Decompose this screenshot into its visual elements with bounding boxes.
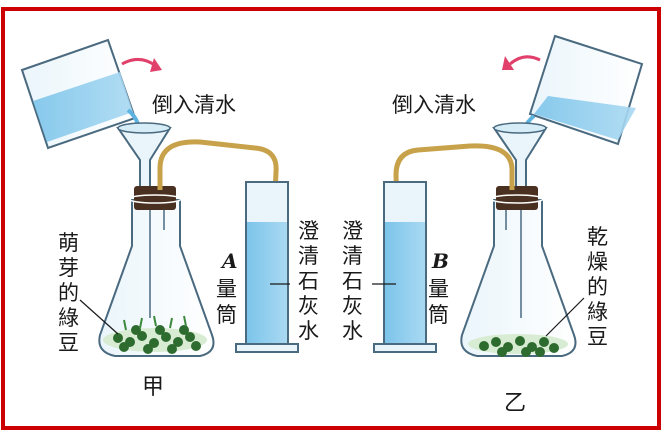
cylinder-b (373, 181, 437, 353)
flask-left-caption: 甲 (142, 375, 164, 400)
right-stopper (496, 186, 538, 210)
svg-text:綠: 綠 (587, 300, 608, 324)
left-apparatus (20, 38, 299, 357)
svg-text:B: B (431, 249, 449, 273)
svg-text:石: 石 (342, 269, 363, 293)
svg-text:清: 清 (342, 244, 363, 268)
limewater-label-right: 澄 清 石 灰 水 (342, 219, 363, 343)
leader-seeds-right (545, 297, 585, 337)
svg-text:量: 量 (428, 277, 449, 301)
svg-text:綠: 綠 (58, 306, 79, 330)
svg-text:澄: 澄 (342, 219, 363, 243)
pour-water-label-left: 倒入清水 (152, 93, 236, 117)
svg-text:的: 的 (58, 281, 79, 305)
right-flask (460, 186, 577, 357)
svg-text:芽: 芽 (58, 256, 79, 280)
svg-text:澄: 澄 (298, 219, 319, 243)
svg-text:石: 石 (298, 269, 319, 293)
svg-text:乾: 乾 (587, 225, 608, 249)
right-rotate-arrow (509, 55, 541, 66)
left-rotate-arrow (121, 58, 157, 68)
right-delivery-tube (393, 143, 515, 301)
right-funnel (492, 122, 548, 189)
svg-text:量: 量 (216, 277, 237, 301)
svg-text:灰: 灰 (342, 294, 363, 318)
left-stopper (134, 186, 176, 210)
svg-text:筒: 筒 (216, 303, 237, 327)
svg-text:水: 水 (298, 319, 319, 343)
svg-text:筒: 筒 (428, 303, 449, 327)
sprouting-beans-label: 萌 芽 的 綠 豆 (58, 231, 79, 355)
svg-text:灰: 灰 (298, 294, 319, 318)
dry-beans-label: 乾 燥 的 綠 豆 (587, 225, 608, 349)
pour-water-label-right: 倒入清水 (392, 93, 476, 117)
right-beaker (520, 34, 644, 146)
limewater-label-left: 澄 清 石 灰 水 (298, 219, 319, 343)
flask-right-caption: 乙 (504, 391, 526, 416)
cylinder-a-label: A 量 筒 (216, 249, 238, 327)
svg-text:水: 水 (342, 319, 363, 343)
right-dry-beans (468, 334, 568, 357)
cylinder-a (235, 181, 299, 353)
svg-text:燥: 燥 (587, 250, 608, 274)
svg-text:萌: 萌 (58, 231, 79, 255)
svg-text:豆: 豆 (58, 331, 79, 355)
leader-seeds-left (79, 299, 119, 335)
left-delivery-tube (157, 139, 279, 301)
right-apparatus (373, 34, 644, 357)
left-beaker (20, 38, 142, 150)
left-sprouting-beans (103, 315, 207, 354)
svg-text:豆: 豆 (587, 325, 608, 349)
svg-text:的: 的 (587, 275, 608, 299)
svg-text:清: 清 (298, 244, 319, 268)
svg-text:A: A (220, 249, 238, 273)
frame-border (1, 7, 661, 430)
cylinder-b-label: B 量 筒 (428, 249, 449, 327)
